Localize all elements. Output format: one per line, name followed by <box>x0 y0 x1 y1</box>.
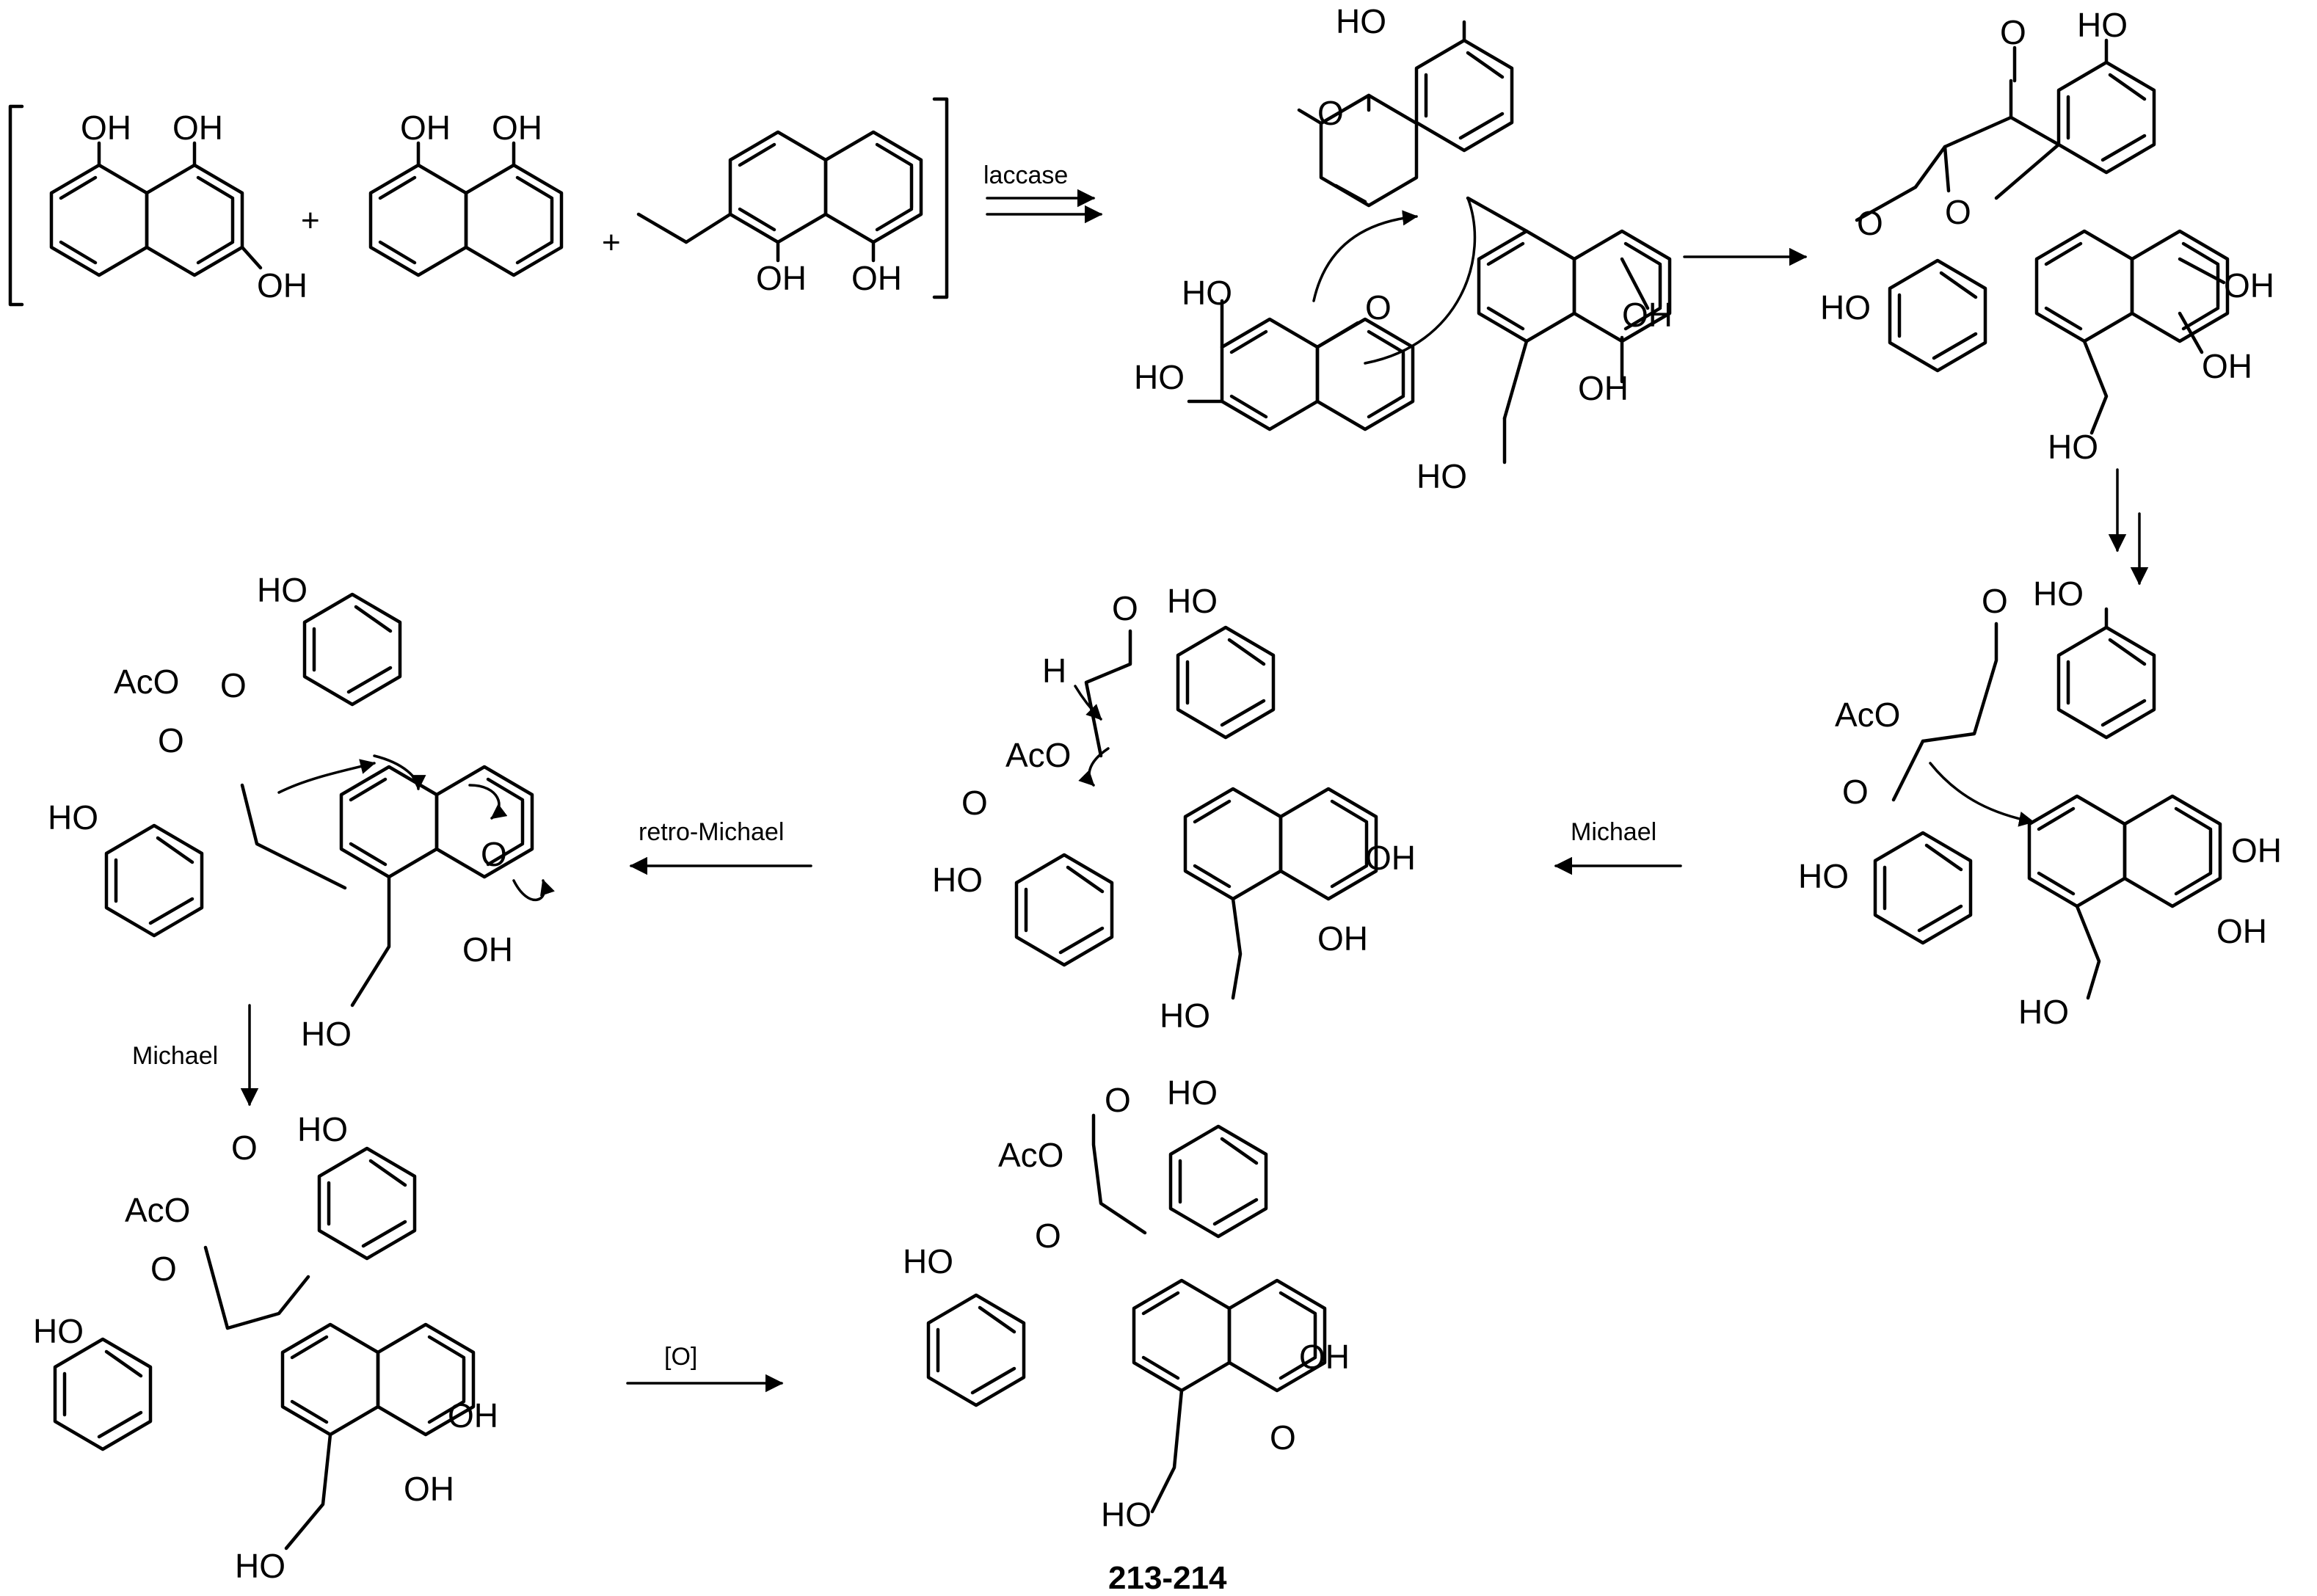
atom-label-ho: HO <box>297 1110 348 1148</box>
naphthalenediol-structure: OH OH <box>371 109 561 275</box>
cyclized-acetoxy-intermediate: HO O H AcO O HO OH OH HO <box>932 582 1416 1035</box>
atom-label-ho: HO <box>33 1312 84 1350</box>
condition-laccase: laccase <box>983 161 1068 189</box>
atom-label-ho: HO <box>903 1242 953 1280</box>
atom-label-ho: HO <box>1416 457 1467 495</box>
atom-label-oh: OH <box>462 930 513 969</box>
atom-label-o: O <box>1317 94 1344 132</box>
atom-label-oh: OH <box>2216 912 2267 950</box>
atom-label-o: O <box>1982 582 2008 620</box>
atom-label-oh: OH <box>257 266 308 305</box>
atom-label-o: O <box>1945 193 1971 231</box>
atom-label-oh: OH <box>2231 831 2282 870</box>
atom-label-oh: OH <box>492 109 542 147</box>
atom-label-o: O <box>1842 773 1869 811</box>
atom-label-aco: AcO <box>114 663 179 701</box>
michael-adduct-intermediate: HO O AcO O HO OH OH HO <box>33 1110 498 1585</box>
retro-michael-reaction-arrow: retro-Michael <box>629 818 812 875</box>
atom-label-ho: HO <box>48 798 98 837</box>
plus-sign: + <box>301 203 320 238</box>
ethylnaphthalenediol-structure: OH OH <box>636 132 921 297</box>
atom-label-ho: HO <box>1182 274 1232 312</box>
condition-oxidation: [O] <box>664 1343 697 1371</box>
atom-label-ho: HO <box>235 1547 285 1585</box>
atom-label-oh: OH <box>1622 296 1673 334</box>
atom-label-o: O <box>1105 1081 1131 1119</box>
atom-label-oh: OH <box>1578 369 1629 407</box>
atom-label-oh: OH <box>756 259 807 297</box>
atom-label-o: O <box>1270 1418 1296 1457</box>
condition-retro-michael: retro-Michael <box>639 818 784 846</box>
atom-label-aco: AcO <box>1835 696 1900 734</box>
double-arrow-down <box>2108 468 2149 586</box>
atom-label-oh: OH <box>1365 839 1416 877</box>
atom-label-ho: HO <box>1101 1495 1152 1534</box>
atom-label-oh: OH <box>172 109 223 147</box>
atom-label-ho: HO <box>2033 575 2084 613</box>
atom-label-ho: HO <box>1798 857 1849 895</box>
compound-label: 213-214 <box>1108 1560 1227 1596</box>
atom-label-ho: HO <box>301 1015 352 1053</box>
atom-label-oh: OH <box>851 259 902 297</box>
laccase-reaction-arrow: laccase <box>983 161 1103 224</box>
atom-label-ho: HO <box>1167 1074 1218 1112</box>
condition-michael: Michael <box>132 1042 218 1070</box>
atom-label-oh: OH <box>400 109 451 147</box>
atom-label-o: O <box>150 1250 177 1288</box>
atom-label-ho: HO <box>932 861 983 899</box>
naphthalenetriol-structure: OH OH OH <box>51 109 308 305</box>
atom-label-ho: HO <box>257 571 308 609</box>
atom-label-oh: OH <box>2224 266 2274 305</box>
atom-label-o: O <box>1035 1217 1061 1255</box>
michael-reaction-arrow-down: Michael <box>132 1004 259 1107</box>
atom-label-o: O <box>158 721 184 759</box>
atom-label-ho: HO <box>2077 6 2128 44</box>
atom-label-aco: AcO <box>125 1191 190 1229</box>
atom-label-ho: HO <box>2048 428 2098 466</box>
atom-label-h: H <box>1042 652 1066 690</box>
atom-label-aco: AcO <box>998 1136 1063 1174</box>
atom-label-o: O <box>220 666 247 704</box>
atom-label-ho: HO <box>1336 2 1386 40</box>
atom-label-o: O <box>481 835 507 873</box>
plus-sign: + <box>602 225 621 260</box>
atom-label-oh: OH <box>1299 1338 1350 1376</box>
atom-label-o: O <box>961 784 988 822</box>
oxidation-reaction-arrow: [O] <box>626 1343 784 1393</box>
starting-materials-bracket <box>8 97 949 307</box>
atom-label-oh: OH <box>2202 347 2252 385</box>
atom-label-o: O <box>231 1129 258 1167</box>
condition-michael: Michael <box>1571 818 1656 846</box>
atom-label-oh: OH <box>81 109 131 147</box>
spiro-diketone-intermediate: HO O O O HO OH OH HO <box>1820 6 2274 466</box>
acetoxy-intermediate-right: HO O AcO O HO OH OH HO <box>1798 575 2282 1031</box>
coupled-dimer-intermediate: HO O HO O HO OH OH HO <box>1134 2 1673 495</box>
atom-label-o: O <box>1857 204 1883 242</box>
atom-label-ho: HO <box>1160 996 1210 1035</box>
atom-label-aco: AcO <box>1005 736 1071 774</box>
ring-opened-intermediate: HO O AcO O HO O OH HO <box>48 571 555 1053</box>
atom-label-oh: OH <box>1317 919 1368 958</box>
product-213-214-structure: O HO AcO O HO OH O HO <box>903 1074 1350 1534</box>
atom-label-o: O <box>1365 288 1392 327</box>
atom-label-oh: OH <box>448 1396 498 1435</box>
atom-label-o: O <box>2000 13 2026 51</box>
atom-label-o: O <box>1112 589 1138 627</box>
michael-reaction-arrow: Michael <box>1554 818 1682 875</box>
atom-label-ho: HO <box>2018 993 2069 1031</box>
atom-label-ho: HO <box>1820 288 1871 327</box>
atom-label-ho: HO <box>1134 358 1185 396</box>
atom-label-oh: OH <box>404 1470 454 1508</box>
atom-label-ho: HO <box>1167 582 1218 620</box>
